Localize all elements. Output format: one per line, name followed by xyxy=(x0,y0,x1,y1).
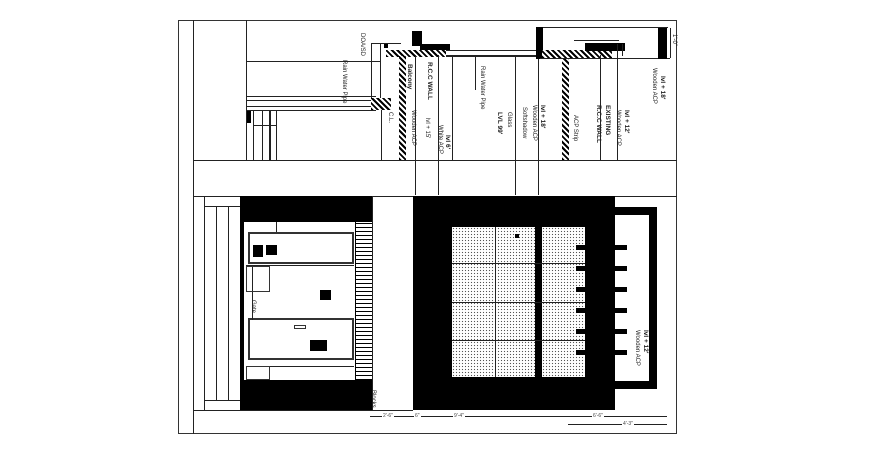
label-lvl15: lvl + 15' xyxy=(424,118,430,139)
label-lvl18-right: lvl + 18' xyxy=(659,76,666,100)
label-wooden-acp-4: Wooden ACP xyxy=(651,68,657,104)
label-existing: EXISTING xyxy=(604,105,611,136)
label-lvl18-mid: lvl + 18' xyxy=(539,105,546,129)
label-rcc-wall-2: R.C.C WALL xyxy=(595,105,602,143)
dim-3: 9'-4" xyxy=(453,413,465,419)
canopy-frame xyxy=(615,207,657,389)
label-white-acp: White ACP xyxy=(437,125,443,155)
label-rcc-wall-1: R.C.C WALL xyxy=(426,62,433,100)
label-small-tag: C.L. xyxy=(387,112,393,124)
stair-strip xyxy=(355,222,373,380)
label-wooden-acp-2: Wooden ACP xyxy=(531,105,537,141)
label-lvl6: lvl 6' xyxy=(444,135,451,150)
label-foot: Blocks xyxy=(370,390,376,408)
label-wooden-acp-5: Wooden ACP xyxy=(634,330,640,366)
label-acp-strip: ACP Strip xyxy=(572,115,578,142)
label-rain-water-pipe-2: Rain Water Pipe xyxy=(479,66,485,110)
label-dado: DOA/SD xyxy=(359,33,365,57)
label-lvl12-bottom: lvl + 12' xyxy=(642,330,649,354)
dim-5: 4'-3" xyxy=(622,421,634,427)
dim-1: 2'-6" xyxy=(382,413,394,419)
label-rain-water-pipe-1: Rain Water Pipe xyxy=(341,60,347,104)
label-softshadow: Softshadow xyxy=(521,107,527,139)
label-balcony: Balcony xyxy=(406,64,413,90)
section-divider xyxy=(193,160,677,161)
label-lvl99: LVL 99' xyxy=(496,112,503,135)
label-lvl12: lvl + 12' xyxy=(623,110,630,134)
label-glass: Glass xyxy=(506,112,512,128)
dim-top-right: 1'-0" xyxy=(671,34,677,46)
label-wooden-acp-3: Wooden ACP xyxy=(615,110,621,146)
sheet-frame xyxy=(178,20,677,434)
left-margin-line xyxy=(193,20,194,434)
dim-4: 6'-6" xyxy=(592,413,604,419)
dim-2: 6" xyxy=(414,413,421,419)
label-wooden-acp-1: Wooden ACP xyxy=(410,110,416,146)
label-gate: Gate xyxy=(250,300,256,314)
